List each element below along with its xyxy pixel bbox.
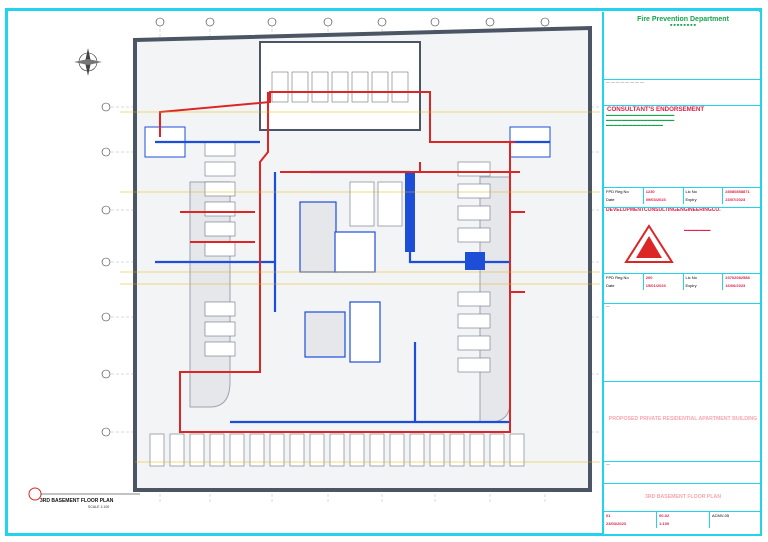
plan-title: 3RD BASEMENT FLOOR PLAN	[40, 498, 114, 504]
drawing-title: 3RD BASEMENT FLOOR PLAN	[644, 494, 722, 500]
date-label-a: Date	[604, 196, 644, 204]
date2-value-a: 15/01/2023	[644, 282, 684, 290]
consultant-arabic-text: ▬▬▬▬▬▬▬	[684, 228, 711, 232]
job-label: —	[606, 462, 610, 466]
tb-consultant: DEVELOPMENTCONSULTINGENGINEERINGCO. ▬▬▬▬…	[604, 208, 762, 274]
department-subline: ■ ■ ■ ■ ■ ■ ■ ■	[670, 23, 696, 27]
tb-authority: Fire Prevention Department ■ ■ ■ ■ ■ ■ ■…	[604, 12, 762, 80]
consultant-name: DEVELOPMENTCONSULTINGENGINEERINGCO.	[606, 208, 721, 213]
date-value-b: 23/07/2023	[725, 197, 746, 202]
date-value-a: 09/03/2023	[644, 196, 684, 204]
endorsement-header: CONSULTANT'S ENDORSEMENT	[607, 106, 705, 113]
title-block: Fire Prevention Department ■ ■ ■ ■ ■ ■ ■…	[602, 12, 762, 534]
tb-reg-row-2: FPD Reg No 200 Lic No 23702082588 Date 1…	[604, 274, 762, 304]
reg-value-a: 1230	[644, 188, 684, 196]
tb-approval-stamp: — — — — — — — —	[604, 80, 762, 106]
endorsement-text-3: ▬▬▬▬▬▬▬▬▬▬▬▬▬▬▬	[606, 123, 663, 127]
reg2-label-b: Lic No	[684, 274, 724, 282]
sheet-border	[5, 8, 762, 536]
project-title: PROPOSED PRIVATE RESIDENTIAL APARTMENT B…	[608, 416, 758, 422]
reg-label-b: Lic No	[684, 188, 724, 196]
consultant-logo-icon	[624, 224, 674, 263]
tb-client: —	[604, 304, 762, 382]
client-label: —	[606, 304, 610, 308]
plan-scale: SCALE 1:100	[88, 505, 110, 509]
floor-plan-drawing: 3RD BASEMENT FLOOR PLAN SCALE 1:100	[10, 12, 600, 532]
reg-label-a: FPD Reg No	[604, 188, 644, 196]
north-arrow-icon	[74, 48, 102, 76]
drawing-date: 23/03/2023	[604, 520, 657, 528]
reg2-value-b: 23702082588	[725, 275, 750, 280]
tb-project: PROPOSED PRIVATE RESIDENTIAL APARTMENT B…	[604, 382, 762, 462]
tb-job: —	[604, 462, 762, 484]
date2-label-a: Date	[604, 282, 644, 290]
tb-reg-row-1: FPD Reg No 1230 Lic No 28080858871 Date …	[604, 188, 762, 208]
tb-drawing-title: 3RD BASEMENT FLOOR PLAN	[604, 484, 762, 512]
blank-cell	[710, 520, 762, 528]
approval-line: — — — — — — — —	[606, 80, 644, 84]
revision: 00-02	[657, 512, 710, 520]
endorsement-text: ▬▬▬▬▬▬▬▬▬▬▬▬▬▬▬▬▬▬	[606, 113, 675, 117]
core-stairs	[299, 201, 381, 363]
endorsement-text-2: ▬▬▬▬▬▬▬▬▬▬▬▬▬▬▬▬▬▬	[606, 118, 675, 122]
department-name: Fire Prevention Department	[637, 16, 729, 23]
dimension-lines	[120, 111, 600, 463]
date-label-b: Expiry	[684, 196, 724, 204]
duct-shafts	[405, 172, 485, 270]
tb-sheet-info: 01 00-02 ACMV-05 23/03/2023 1:100	[604, 512, 762, 534]
reg2-label-a: FPD Reg No	[604, 274, 644, 282]
reg-value-b: 28080858871	[725, 189, 750, 194]
sheet-number: 01	[604, 512, 657, 520]
date2-label-b: Expiry	[684, 282, 724, 290]
tb-endorsement: CONSULTANT'S ENDORSEMENT ▬▬▬▬▬▬▬▬▬▬▬▬▬▬▬…	[604, 106, 762, 188]
date2-value-b: 16/06/2023	[725, 283, 746, 288]
drawing-scale: 1:100	[657, 520, 710, 528]
reg2-value-a: 200	[644, 274, 684, 282]
plan-title-bubble	[28, 487, 140, 501]
drawing-number: ACMV-05	[712, 513, 730, 518]
floor-plan-svg	[28, 17, 600, 502]
